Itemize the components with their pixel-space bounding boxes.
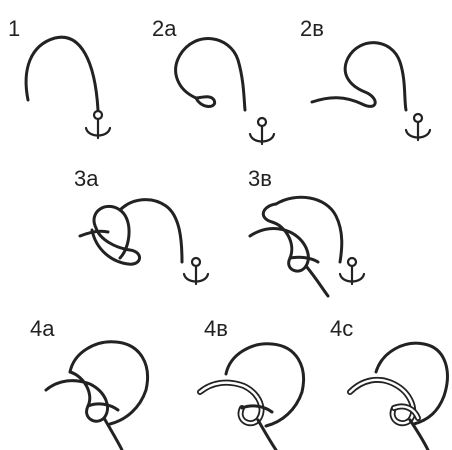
step-label-2b: 2в — [300, 16, 324, 41]
step-1-illustration — [24, 35, 112, 140]
rope-line — [174, 37, 247, 112]
rope-line — [240, 404, 274, 414]
rope-line — [44, 370, 109, 423]
rope-line — [408, 418, 430, 450]
step-label-1: 1 — [8, 16, 21, 41]
anchor-icon — [248, 116, 276, 146]
rope-line — [347, 376, 417, 427]
rope-line — [304, 264, 330, 298]
rope-line — [224, 342, 305, 428]
rope-line — [274, 195, 344, 264]
step-label-2a: 2a — [152, 16, 177, 41]
step-label-3a: 3a — [74, 166, 99, 191]
step-3b-illustration — [248, 195, 366, 298]
rope-line — [310, 41, 408, 112]
anchor-icon — [404, 112, 432, 142]
step-4c-illustration — [347, 341, 449, 450]
rope-line — [197, 379, 265, 427]
rope-line — [194, 95, 217, 108]
rope-line — [78, 229, 110, 238]
anchor-icon — [182, 256, 210, 286]
rope-line — [256, 418, 278, 450]
anchor-icon — [338, 256, 366, 286]
rope-line — [102, 416, 124, 450]
rope-line — [24, 35, 100, 112]
step-2a-illustration — [174, 37, 276, 146]
step-label-3b: 3в — [248, 166, 272, 191]
rope-line — [86, 402, 120, 412]
rope-line — [248, 202, 310, 273]
anchor-icon — [84, 109, 112, 140]
step-label-4b: 4в — [204, 316, 228, 341]
rope-line — [90, 204, 141, 266]
step-4a-illustration — [44, 340, 149, 450]
step-4b-illustration — [197, 342, 305, 450]
step-3a-illustration — [78, 198, 210, 286]
rope-line — [288, 255, 320, 264]
rope-line — [68, 340, 149, 426]
step-label-4c: 4c — [330, 316, 354, 341]
step-2b-illustration — [310, 41, 432, 142]
rope-line — [374, 341, 449, 426]
rope-line — [118, 198, 184, 264]
step-label-4a: 4a — [30, 316, 55, 341]
